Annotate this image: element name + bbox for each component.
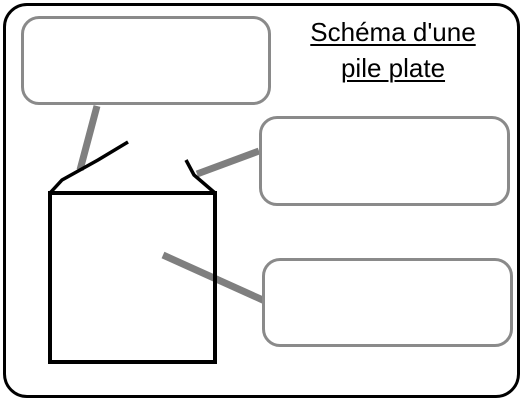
leader-line-top-left [76,105,101,171]
title-line-2: pile plate [340,53,446,83]
label-box-middle-right[interactable] [259,116,510,206]
label-box-top-left[interactable] [21,16,271,105]
title-line-1: Schéma d'une [310,17,476,47]
rounded-outer-border [3,3,520,398]
battery-terminal-right [184,159,217,195]
diagram-title: Schéma d'une pile plate [282,14,504,86]
label-box-bottom-right[interactable] [262,258,513,347]
battery-terminal-left [48,140,129,195]
leader-line-middle-right [195,147,261,178]
battery-body [48,191,217,364]
